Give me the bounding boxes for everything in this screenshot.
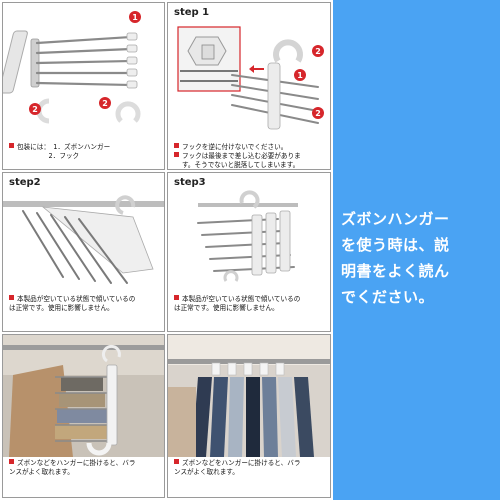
number-badges: 1 2 2	[29, 11, 141, 115]
panel-step-3: step3 本製品が空いている状態で傾いているの は正常です。使用に影響しません…	[167, 172, 331, 332]
caption-line: フックは最後まで差し込む必要がありま	[174, 152, 326, 161]
closet-rod	[3, 201, 164, 207]
panel-usage-photo-1: ズボンなどをハンガーに掛けると、バラ ンスがよく取れます。	[2, 334, 165, 498]
caption-usage-2: ズボンなどをハンガーに掛けると、バラ ンスがよく取れます。	[174, 459, 326, 477]
notice-line: 明書をよく読ん	[341, 262, 450, 280]
caption-package: 包装には： 1．ズボンハンガー 2．フック	[9, 143, 160, 161]
caption-line: ズボンなどをハンガーに掛けると、バラ	[9, 459, 160, 468]
svg-text:2: 2	[315, 109, 321, 118]
caption-line: 本製品が空いている状態で傾いているの	[9, 295, 160, 304]
step3-illustration	[197, 190, 298, 282]
caption-line: 包装には： 1．ズボンハンガー	[9, 143, 160, 152]
hook	[273, 39, 303, 63]
caption-line: ズボンなどをハンガーに掛けると、バラ	[174, 459, 326, 468]
step-label: step2	[9, 177, 41, 188]
hook-right	[115, 101, 141, 123]
hanger-rods	[22, 210, 128, 284]
step2-illustration	[3, 195, 164, 284]
svg-text:1: 1	[297, 71, 303, 80]
svg-text:1: 1	[132, 13, 138, 22]
step-label: step3	[174, 177, 206, 188]
usage-photo-2	[168, 335, 330, 457]
svg-text:2: 2	[315, 47, 321, 56]
closet-rod	[198, 203, 298, 207]
hook	[86, 442, 112, 456]
svg-text:2: 2	[102, 99, 108, 108]
caption-step-2: 本製品が空いている状態で傾いているの は正常です。使用に影響しません。	[9, 295, 160, 313]
notice-line: でください。	[341, 288, 435, 306]
caption-line: ンスがよく取れます。	[174, 468, 239, 476]
caption-step-1: フックを逆に付けないでください。 フックは最後まで差し込む必要がありま す。そう…	[174, 143, 326, 169]
notice-panel: ズボンハンガー を使う時は、説 明書をよく読ん でください。	[333, 0, 500, 500]
step1-illustration: 2 1 2	[177, 26, 324, 130]
number-badges: 2 1 2	[294, 45, 324, 119]
caption-line: は正常です。使用に影響しません。	[174, 304, 279, 312]
caption-usage-1: ズボンなどをハンガーに掛けると、バラ ンスがよく取れます。	[9, 459, 160, 477]
panel-package-contents: 1 2 2 包装には： 1．ズボンハンガー 2．フック	[2, 2, 165, 170]
package-illustration: 1 2 2	[3, 11, 141, 124]
usage-photo-1	[3, 335, 164, 457]
caption-line: 本製品が空いている状態で傾いているの	[174, 295, 326, 304]
caption-step-3: 本製品が空いている状態で傾いているの は正常です。使用に影響しません。	[174, 295, 326, 313]
panel-step-1: step 1 2 1	[167, 2, 331, 170]
caption-line: は正常です。使用に影響しません。	[9, 304, 114, 312]
svg-text:2: 2	[32, 105, 38, 114]
hanger-rods	[35, 35, 133, 87]
step-label: step 1	[174, 7, 210, 18]
notice-line: ズボンハンガー	[341, 210, 450, 228]
caption-line: フックを逆に付けないでください。	[174, 143, 326, 152]
caption-line: 2．フック	[9, 152, 80, 160]
panel-usage-photo-2: ズボンなどをハンガーに掛けると、バラ ンスがよく取れます。	[167, 334, 331, 498]
panel-step-2: step2 本製品が空いている状態で傾いているの は正常です。使用に影響しません…	[2, 172, 165, 332]
caption-line: ンスがよく取れます。	[9, 468, 74, 476]
notice-line: を使う時は、説	[341, 236, 450, 254]
instruction-grid: 1 2 2 包装には： 1．ズボンハンガー 2．フック step 1	[0, 0, 333, 500]
caption-line: す。そうでないと脱落してしまいます。	[182, 161, 300, 169]
notice-message: ズボンハンガー を使う時は、説 明書をよく読ん でください。	[341, 206, 499, 310]
hanger-frame	[3, 30, 28, 94]
